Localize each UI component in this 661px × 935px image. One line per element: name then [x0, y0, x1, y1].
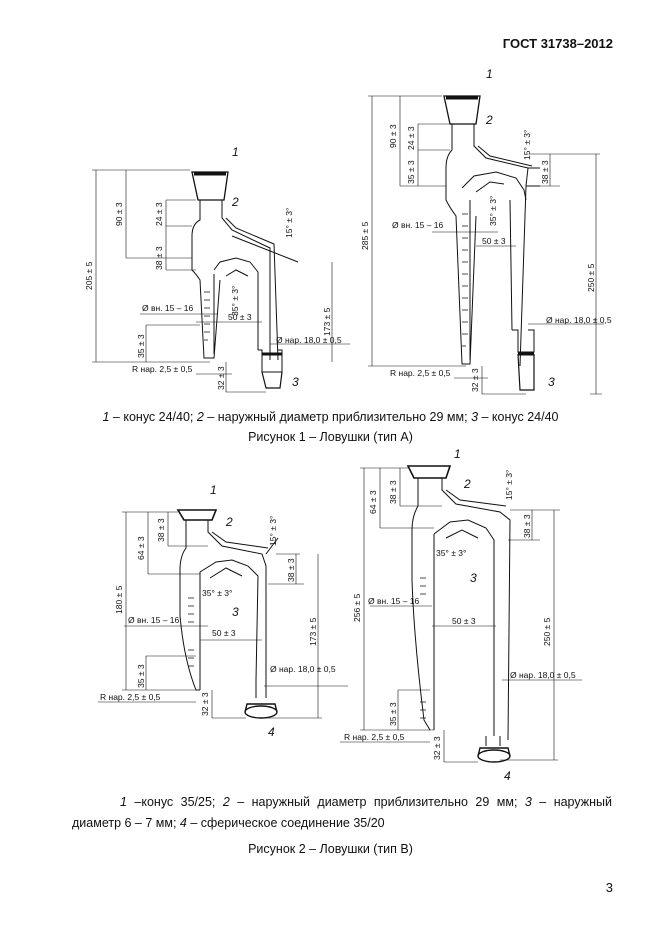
fig1-legend-n3: 3 — [471, 410, 479, 424]
fig1-left-dvn: Ø вн. 15 – 16 — [142, 303, 194, 313]
figure1-caption: Рисунок 1 – Ловушки (тип А) — [248, 430, 413, 444]
fig2-left-d35: 35 ± 3 — [136, 664, 146, 688]
fig2-right-callout-3: 3 — [470, 571, 477, 585]
fig2-legend-n1: 1 — [120, 795, 127, 809]
fig1-right-trap — [368, 95, 604, 395]
fig1-left-d35: 35 ± 3 — [136, 334, 146, 358]
fig1-left-dnar: Ø нар. 18,0 ± 0,5 — [276, 335, 342, 345]
fig2-left-d15: 15° ± 3° — [268, 516, 278, 546]
fig2-right-d256: 256 ± 5 — [352, 593, 362, 622]
fig2-legend-t2: – наружный диаметр приблизительно 29 мм; — [229, 795, 525, 809]
fig2-left-d180: 180 ± 5 — [114, 585, 124, 614]
fig1-left-d32: 32 ± 3 — [216, 366, 226, 390]
fig1-right-dvn: Ø вн. 15 – 16 — [392, 220, 444, 230]
fig1-right-callout-1: 1 — [486, 67, 493, 81]
fig2-right-d15: 15° ± 3° — [504, 470, 514, 500]
fig2-right-dnar: Ø нар. 18,0 ± 0,5 — [510, 670, 576, 680]
fig2-legend-l2-t1: диаметр 6 – 7 мм; — [72, 816, 180, 830]
document-header: ГОСТ 31738–2012 — [502, 36, 613, 51]
fig1-left-callout-2: 2 — [231, 195, 239, 209]
fig1-right-d35: 35 ± 3 — [406, 160, 416, 184]
fig2-legend-line1: 1 –конус 35/25; 2 – наружный диаметр при… — [72, 792, 612, 813]
fig2-left-d38b: 38 ± 3 — [286, 558, 296, 582]
fig1-left-d35a: 35° ± 3° — [230, 286, 240, 316]
fig1-right-dnar: Ø нар. 18,0 ± 0,5 — [546, 315, 612, 325]
fig2-right-d35: 35 ± 3 — [388, 702, 398, 726]
fig1-left-d38: 38 ± 3 — [154, 246, 164, 270]
fig2-left-d35a: 35° ± 3° — [202, 588, 232, 598]
figure2-legend: 1 –конус 35/25; 2 – наружный диаметр при… — [72, 792, 612, 834]
fig2-right-d38b: 38 ± 3 — [522, 514, 532, 538]
fig1-left-callout-1: 1 — [232, 145, 239, 159]
fig1-legend-t3: – конус 24/40 — [478, 410, 559, 424]
fig1-right-d285: 285 ± 5 — [360, 221, 370, 250]
fig2-right-d32: 32 ± 3 — [432, 736, 442, 760]
fig1-right-d32: 32 ± 3 — [470, 368, 480, 392]
fig2-left-d38: 38 ± 3 — [156, 518, 166, 542]
fig2-right-d64: 64 ± 3 — [368, 490, 378, 514]
fig2-legend-l2-t2: – сферическое соединение 35/20 — [186, 816, 385, 830]
fig2-legend-t3: – наружный — [531, 795, 612, 809]
fig1-right-dR: R нар. 2,5 ± 0,5 — [390, 368, 451, 378]
fig2-right-callout-2: 2 — [463, 477, 471, 491]
fig2-right-callout-4: 4 — [504, 769, 511, 783]
fig2-right-d35a: 35° ± 3° — [436, 548, 466, 558]
fig1-legend-t1: – конус 24/40; — [109, 410, 197, 424]
fig1-right-d250: 250 ± 5 — [586, 263, 596, 292]
fig1-left-d173: 173 ± 5 — [322, 307, 332, 336]
fig1-right-d90: 90 ± 3 — [388, 124, 398, 148]
fig1-left-d90: 90 ± 3 — [114, 202, 124, 226]
fig2-left-d50: 50 ± 3 — [212, 628, 236, 638]
fig2-left-dR: R нар. 2,5 ± 0,5 — [100, 692, 161, 702]
fig2-left-d32: 32 ± 3 — [200, 692, 210, 716]
fig2-left-dnar: Ø нар. 18,0 ± 0,5 — [270, 664, 336, 674]
fig2-left-callout-3: 3 — [232, 605, 239, 619]
figure1-legend: 1 – конус 24/40; 2 – наружный диаметр пр… — [0, 410, 661, 424]
fig1-left-trap — [92, 169, 350, 393]
fig2-legend-n4: 4 — [179, 816, 187, 830]
fig2-legend-line2: диаметр 6 – 7 мм; 4 – сферическое соедин… — [72, 813, 612, 834]
fig1-left-d205: 205 ± 5 — [84, 261, 94, 290]
fig2-legend-n2: 2 — [222, 795, 230, 809]
fig1-right-d24: 24 ± 3 — [406, 126, 416, 150]
fig1-left-d15: 15° ± 3° — [284, 208, 294, 238]
fig1-right-d38: 38 ± 3 — [540, 160, 550, 184]
fig2-left-callout-2: 2 — [225, 515, 233, 529]
fig2-right-dR: R нар. 2,5 ± 0,5 — [344, 732, 405, 742]
fig1-left-d24: 24 ± 3 — [154, 202, 164, 226]
fig2-right-trap — [340, 465, 582, 763]
fig2-left-callout-4: 4 — [268, 725, 275, 739]
fig2-legend-n3: 3 — [524, 795, 532, 809]
fig2-left-d64: 64 ± 3 — [136, 536, 146, 560]
fig2-legend-t1: –конус 35/25; — [126, 795, 223, 809]
fig2-right-d50: 50 ± 3 — [452, 616, 476, 626]
fig1-legend-n2: 2 — [196, 410, 204, 424]
fig1-left-d50: 50 ± 3 — [228, 312, 252, 322]
page-number: 3 — [605, 880, 613, 895]
fig2-left-callout-1: 1 — [210, 483, 217, 497]
fig1-right-d50: 50 ± 3 — [482, 236, 506, 246]
figure2-caption: Рисунок 2 – Ловушки (тип В) — [248, 842, 413, 856]
fig2-left-d173: 173 ± 5 — [308, 617, 318, 646]
fig2-right-d250: 250 ± 5 — [542, 617, 552, 646]
fig1-legend-t2: – наружный диаметр приблизительно 29 мм; — [203, 410, 472, 424]
fig2-right-dvn: Ø вн. 15 – 16 — [368, 596, 420, 606]
fig1-right-callout-3: 3 — [548, 375, 555, 389]
fig1-left-callout-3: 3 — [292, 375, 299, 389]
fig2-right-callout-1: 1 — [454, 447, 461, 461]
fig2-right-d38: 38 ± 3 — [388, 480, 398, 504]
fig1-left-dR: R нар. 2,5 ± 0,5 — [132, 364, 193, 374]
fig1-right-d15: 15° ± 3° — [522, 130, 532, 160]
fig2-left-dvn: Ø вн. 15 – 16 — [128, 615, 180, 625]
fig1-legend-n1: 1 — [102, 410, 110, 424]
fig1-right-d35a: 35° ± 3° — [488, 196, 498, 226]
fig1-right-callout-2: 2 — [485, 113, 493, 127]
fig2-left-trap — [98, 509, 348, 719]
